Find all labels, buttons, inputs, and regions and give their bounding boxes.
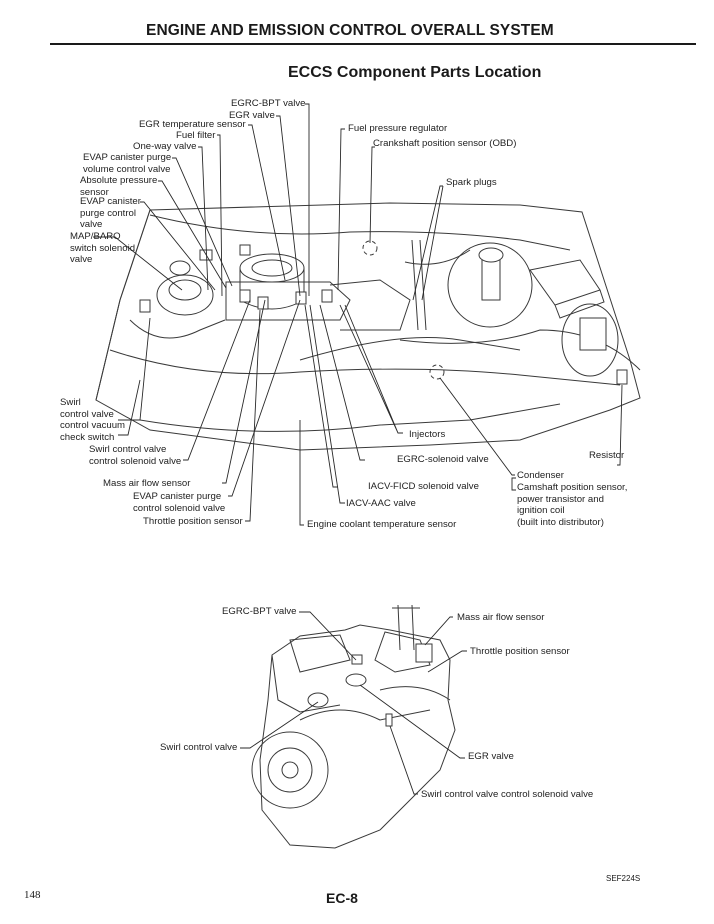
label-line: power transistor and [517,493,604,505]
label-throttle-position-sensor: Throttle position sensor [143,516,243,527]
label-line: (built into distributor) [517,516,604,528]
label-fuel-pressure-regulator: Fuel pressure regulator [348,123,448,134]
label-absolute-pressure-sensor: Absolute pressure sensor [80,175,157,198]
label-resistor: Resistor [589,450,625,461]
label-bottom-egr-valve: EGR valve [468,751,514,762]
label-evap-purge-control-valve: EVAP canister purge control valve [80,196,141,231]
label-line: ignition coil [517,505,565,517]
label-iacv-aac-valve: IACV-AAC valve [346,498,416,509]
label-spark-plugs: Spark plugs [446,177,497,188]
label-line: EVAP canister purge [83,152,172,163]
brake-booster [447,242,533,328]
label-line: control vacuum [60,420,126,432]
title-rule [50,43,696,45]
label-evap-purge-volume: EVAP canister purge volume control valve [83,152,171,175]
label-condenser: Condenser [517,470,564,481]
label-camshaft-position-sensor: Camshaft position sensor, power transist… [517,482,627,528]
label-line: valve [80,219,103,231]
egr-valve-part [345,654,393,727]
label-injectors: Injectors [409,429,446,440]
label-line: control solenoid valve [89,455,182,467]
label-iacv-ficd-solenoid-valve: IACV-FICD solenoid valve [368,481,479,492]
engine-block [259,624,456,849]
label-line: Swirl [60,397,81,408]
label-line: Absolute pressure [80,175,158,186]
label-line: EVAP canister purge [133,491,222,502]
label-crankshaft-position-sensor: Crankshaft position sensor (OBD) [373,138,517,149]
page-number: 148 [24,889,41,901]
figure-code: SEF224S [606,874,641,883]
label-line: sensor [80,186,109,198]
label-line: volume control valve [83,163,171,175]
engine-bay-diagram [93,103,641,526]
swirl-valve-part [307,692,329,708]
label-line: switch solenoid [70,242,136,254]
label-bottom-egrc-bpt-valve: EGRC-BPT valve [222,606,297,617]
label-bottom-mass-air-flow-sensor: Mass air flow sensor [457,612,545,623]
label-bottom-swirl-solenoid-valve: Swirl control valve control solenoid val… [421,789,594,800]
label-line: MAP/BARO [70,231,121,242]
intake-manifold [225,253,411,331]
label-line: valve [70,254,93,266]
label-egrc-bpt-valve: EGRC-BPT valve [231,98,306,109]
label-one-way-valve: One-way valve [133,141,197,152]
label-swirl-vacuum-check-switch: Swirl control valve control vacuum check… [60,397,125,443]
battery [529,259,605,319]
leader-lines [93,103,623,526]
label-fuel-filter: Fuel filter [176,130,216,141]
label-line: Camshaft position sensor, [517,482,628,493]
label-line: check switch [60,431,115,443]
label-map-baro-solenoid: MAP/BARO switch solenoid valve [70,231,135,266]
pulley [251,731,329,809]
label-bottom-swirl-control-valve: Swirl control valve [160,742,238,753]
label-bottom-throttle-position-sensor: Throttle position sensor [470,646,570,657]
label-line: control valve [60,408,114,420]
label-egr-temperature-sensor: EGR temperature sensor [139,119,246,130]
label-line: control solenoid valve [133,502,226,514]
section-page-number: EC-8 [326,890,358,906]
spark-plug-wires [404,239,471,331]
page-title: ECCS Component Parts Location [288,64,542,81]
distributor [561,303,619,377]
label-engine-coolant-temperature-sensor: Engine coolant temperature sensor [307,519,457,530]
label-evap-solenoid-valve: EVAP canister purge control solenoid val… [133,491,225,514]
component-markers [139,240,628,385]
air-cleaner [129,260,226,339]
label-swirl-solenoid-valve: Swirl control valve control solenoid val… [89,444,181,467]
label-line: Swirl control valve [89,444,167,455]
section-title: ENGINE AND EMISSION CONTROL OVERALL SYST… [146,22,554,39]
bottom-leader-lines [240,611,467,795]
label-egr-valve: EGR valve [229,110,275,121]
label-egrc-solenoid-valve: EGRC-solenoid valve [397,454,489,465]
throttle-body [392,604,433,663]
label-line: EVAP canister [80,196,141,207]
engine-bay-outline [95,202,641,451]
label-line: purge control [80,207,136,219]
label-mass-air-flow-sensor: Mass air flow sensor [103,478,191,489]
